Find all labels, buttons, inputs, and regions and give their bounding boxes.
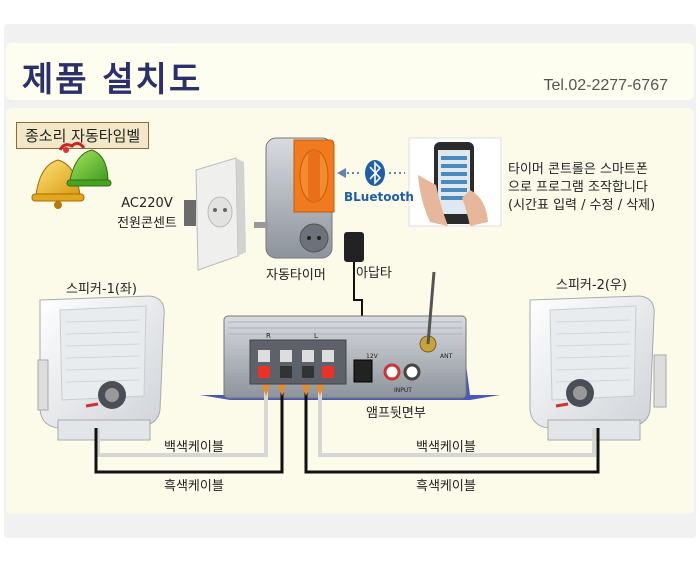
page-title: 제품 설치도 [22,60,203,100]
bell-icon [31,141,112,209]
power-adapter [344,232,364,372]
amp-ant-label: ANT [440,353,453,360]
bluetooth-label: BLuetooth [344,190,414,204]
smartphone-note-1: 타이머 콘트롤은 스마트폰 [508,162,648,177]
smartphone-note-3: (시간표 입력 / 수정 / 삭제) [508,198,656,213]
amplifier: R L 12V INPUT ANT [200,271,500,400]
amp-back-label: 앰프뒷면부 [366,406,426,421]
speaker-left-label: 스피커-1(좌) [66,282,137,297]
bluetooth-icon [365,160,385,186]
amp-r-label: R [266,332,271,340]
title-bar [6,43,694,100]
smartphone-image [408,137,502,227]
white-cable-label-right: 백색케이블 [416,440,476,455]
amp-input-label: INPUT [394,387,412,394]
amp-dc-label: 12V [366,353,379,360]
white-cables [96,390,596,457]
black-cable-label-right: 흑색케이블 [416,479,476,494]
speaker-right-label: 스피커-2(우) [556,278,627,293]
signal-arrow [337,168,405,178]
speaker-right [529,295,667,441]
outlet-label-1: AC220V [121,196,173,211]
adapter-label: 아답타 [356,266,392,281]
auto-timer [254,137,335,259]
timer-label: 자동타이머 [266,268,326,283]
speaker-left [37,295,165,441]
white-cable-label-left: 백색케이블 [164,440,224,455]
black-cable-label-left: 흑색케이블 [164,479,224,494]
wall-outlet [184,157,246,271]
smartphone-note-2: 으로 프로그램 조작합니다 [508,180,648,195]
outlet-label-2: 전원콘센트 [117,216,177,231]
amp-l-label: L [314,332,318,340]
phone-number: Tel.02-2277-6767 [543,77,668,94]
black-cables [94,390,600,474]
cable-arrows [262,385,324,396]
